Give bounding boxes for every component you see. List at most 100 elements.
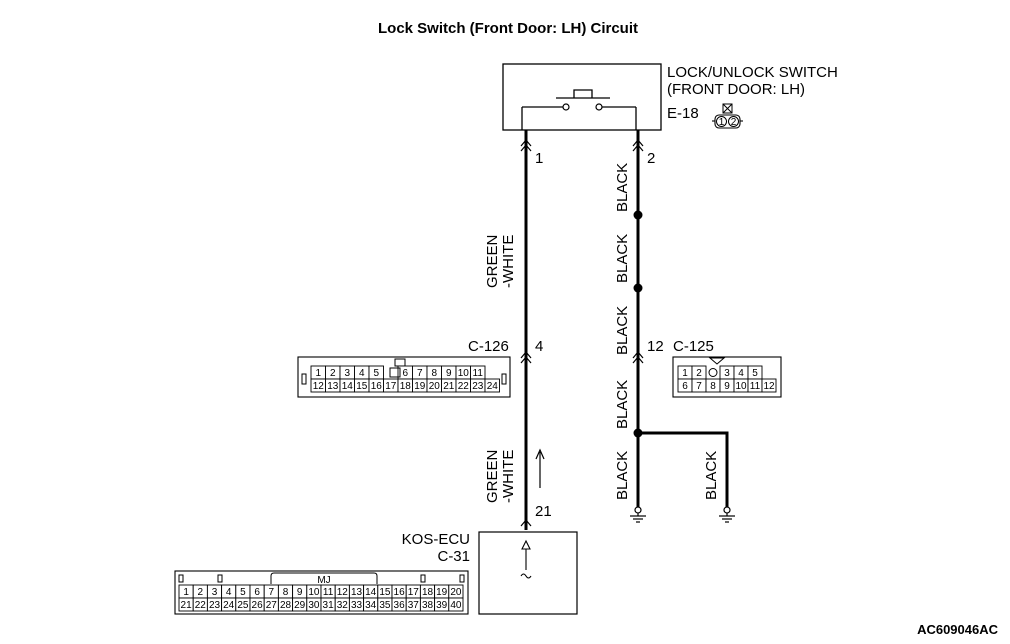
ecu-terminal-21: 21 (535, 503, 552, 520)
c126-pin-2: 2 (330, 368, 336, 379)
ground-symbol-right (719, 506, 735, 523)
c126-pin-20: 20 (429, 381, 441, 392)
c126-pin-23: 23 (472, 381, 484, 392)
c31-pin-24: 24 (223, 600, 235, 611)
c126-pin-16: 16 (371, 381, 383, 392)
c31-pin-10: 10 (308, 587, 320, 598)
c126-label: C-126 (468, 338, 509, 355)
c31-pin-17: 17 (408, 587, 420, 598)
e18-connector-symbol: 1 2 (712, 103, 743, 129)
switch-terminal-1: 1 (535, 150, 543, 167)
left-wire-color-upper-2: -WHITE (500, 235, 517, 288)
c31-pin-35: 35 (379, 600, 391, 611)
c126-pin-14: 14 (342, 381, 354, 392)
splice-2 (633, 283, 643, 293)
c31-pin-20: 20 (450, 587, 462, 598)
signal-direction-arrow (535, 448, 545, 488)
ecu-connector-label: C-31 (437, 548, 470, 565)
right-wire-color-1: BLACK (614, 163, 631, 212)
left-wire-color-lower-1: GREEN (484, 450, 501, 503)
c31-pin-27: 27 (266, 600, 278, 611)
e18-pin-1: 1 (719, 117, 725, 128)
c31-pin-7: 7 (269, 587, 275, 598)
c125-pin-5: 5 (752, 368, 758, 379)
c31-pin-11: 11 (323, 587, 334, 598)
c125-pin-10: 10 (735, 381, 747, 392)
c31-pin-25: 25 (237, 600, 249, 611)
c126-pin-12: 12 (313, 381, 325, 392)
lock-unlock-switch (502, 63, 662, 131)
right-wire (632, 130, 729, 510)
c125-pin-9: 9 (724, 381, 730, 392)
c126-pin-11: 11 (473, 368, 484, 379)
c125-pin-4: 4 (738, 368, 744, 379)
c126-pin-13: 13 (327, 381, 339, 392)
c31-pin-37: 37 (408, 600, 420, 611)
c31-pin-9: 9 (297, 587, 303, 598)
c126-cell (484, 378, 500, 393)
c126-pin-17: 17 (385, 381, 397, 392)
c125-pin-8: 8 (710, 381, 716, 392)
c31-pin-22: 22 (195, 600, 207, 611)
c31-pin-18: 18 (422, 587, 434, 598)
c31-pin-5: 5 (240, 587, 246, 598)
right-wire-color-5: BLACK (614, 451, 631, 500)
c31-pin-38: 38 (422, 600, 434, 611)
c125-pin-11: 11 (750, 381, 761, 392)
switch-terminal-2: 2 (647, 150, 655, 167)
c31-pin-4: 4 (226, 587, 232, 598)
c31-pin-21: 21 (181, 600, 193, 611)
c31-pin-12: 12 (337, 587, 349, 598)
switch-name-line1: LOCK/UNLOCK SWITCH (667, 64, 838, 81)
c31-pin-13: 13 (351, 587, 363, 598)
e18-pin-2: 2 (731, 117, 737, 128)
c126-pin-5: 5 (373, 368, 379, 379)
ecu-name: KOS-ECU (402, 531, 470, 548)
c126-pin-21: 21 (443, 381, 455, 392)
figure-id: AC609046AC (917, 622, 999, 637)
c126-pin-7: 7 (417, 368, 423, 379)
switch-name-line2: (FRONT DOOR: LH) (667, 81, 805, 98)
c31-pin-1: 1 (183, 587, 189, 598)
c126-pin-24: 24 (487, 381, 499, 392)
c126-pin-8: 8 (431, 368, 437, 379)
c126-pin-18: 18 (400, 381, 412, 392)
c126-pin-1: 1 (315, 368, 321, 379)
diagram-title: Lock Switch (Front Door: LH) Circuit (378, 20, 638, 37)
left-wire (520, 130, 532, 530)
c125-pin-12: 12 (763, 381, 775, 392)
c31-pin-16: 16 (394, 587, 406, 598)
c31-cell (448, 597, 464, 612)
c125-pin-7: 7 (696, 381, 702, 392)
c126-key (389, 367, 401, 378)
c125-label: C-125 (673, 338, 714, 355)
c31-pin-26: 26 (252, 600, 264, 611)
c125-pin-6: 6 (682, 381, 688, 392)
c125-pin-2: 2 (696, 368, 702, 379)
c125-pin-1: 1 (682, 368, 688, 379)
c31-pin-31: 31 (323, 600, 335, 611)
c31-pin-3: 3 (212, 587, 218, 598)
left-wire-color-lower-2: -WHITE (500, 450, 517, 503)
right-wire-color-3: BLACK (614, 306, 631, 355)
c31-pin-6: 6 (254, 587, 260, 598)
c126-pin-10: 10 (458, 368, 470, 379)
c31-pin-34: 34 (365, 600, 377, 611)
c31-pin-15: 15 (379, 587, 391, 598)
c126-pin-19: 19 (414, 381, 426, 392)
c31-pin-39: 39 (436, 600, 448, 611)
c126-pin-4: 4 (359, 368, 365, 379)
right-wire-color-2: BLACK (614, 234, 631, 283)
c31-pin-40: 40 (450, 600, 462, 611)
splice-1 (633, 210, 643, 220)
c126-pin-3: 3 (344, 368, 350, 379)
c125-pin-3: 3 (724, 368, 730, 379)
c126-pin-22: 22 (458, 381, 470, 392)
c126-pin-9: 9 (446, 368, 452, 379)
c31-pin-36: 36 (394, 600, 406, 611)
c126-pin-6: 6 (402, 368, 408, 379)
c125-key (708, 368, 718, 377)
c31-pin-33: 33 (351, 600, 363, 611)
